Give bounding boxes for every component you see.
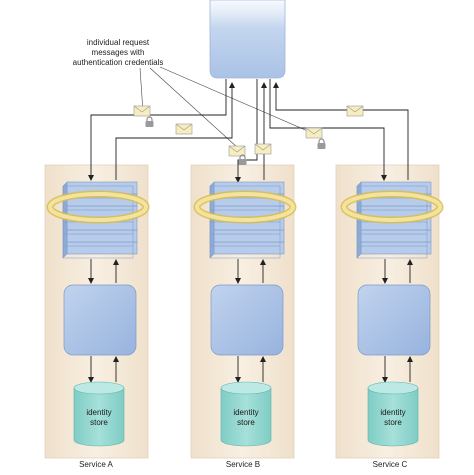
request-line-a (88, 79, 227, 181)
envelope-icon (175, 123, 193, 135)
service-logic-block (210, 284, 284, 356)
message-queue-stack (356, 181, 432, 259)
request-line-b (235, 79, 258, 183)
response-line-c (273, 82, 409, 180)
request-line-c (269, 79, 387, 181)
envelope-icon (254, 143, 272, 155)
identity-store-label-line1: identity (233, 408, 258, 417)
service-label-c: Service C (373, 460, 408, 469)
service-logic-block (63, 284, 137, 356)
queue-slab (360, 229, 432, 243)
cylinder-top (220, 381, 272, 395)
queue-slab (213, 241, 285, 255)
security-ring-highlight (195, 192, 295, 222)
service-logic-block (357, 284, 431, 356)
identity-store-label-line2: store (90, 418, 108, 427)
envelope-icon (228, 145, 246, 157)
callout-pointers (139, 66, 311, 149)
queue-slab (213, 229, 285, 243)
cylinder-body (73, 388, 125, 447)
cylinder-body (220, 388, 272, 447)
callout-line-2: messages with (92, 48, 145, 57)
queue-slab (66, 229, 138, 243)
callout-line-1: individual request (87, 38, 150, 47)
queue-slab (66, 241, 138, 255)
service-label-b: Service B (226, 460, 260, 469)
cylinder-top (367, 381, 419, 395)
cylinder-top (73, 381, 125, 395)
envelope-icon (305, 127, 323, 139)
callout: individual request messages with authent… (73, 38, 311, 149)
security-ring-highlight (342, 192, 442, 222)
identity-store-label-line2: store (384, 418, 402, 427)
messages (133, 105, 364, 165)
security-ring-highlight (48, 192, 148, 222)
cylinder-body (367, 388, 419, 447)
identity-store-label-line2: store (237, 418, 255, 427)
response-line-a (115, 82, 235, 180)
envelope-icon (133, 105, 151, 117)
client-application (209, 0, 286, 79)
identity-store-label-line1: identity (380, 408, 405, 417)
padlock-icon (238, 154, 247, 165)
envelope-icon (346, 105, 364, 117)
callout-line-3: authentication credentials (73, 58, 164, 67)
queue-slab (360, 241, 432, 255)
padlock-icon (145, 116, 154, 127)
service-label-a: Service A (79, 460, 113, 469)
service-labels: Service A Service B Service C (79, 460, 407, 469)
identity-store-label-line1: identity (86, 408, 111, 417)
padlock-icon (317, 138, 326, 149)
connectors (88, 79, 409, 183)
